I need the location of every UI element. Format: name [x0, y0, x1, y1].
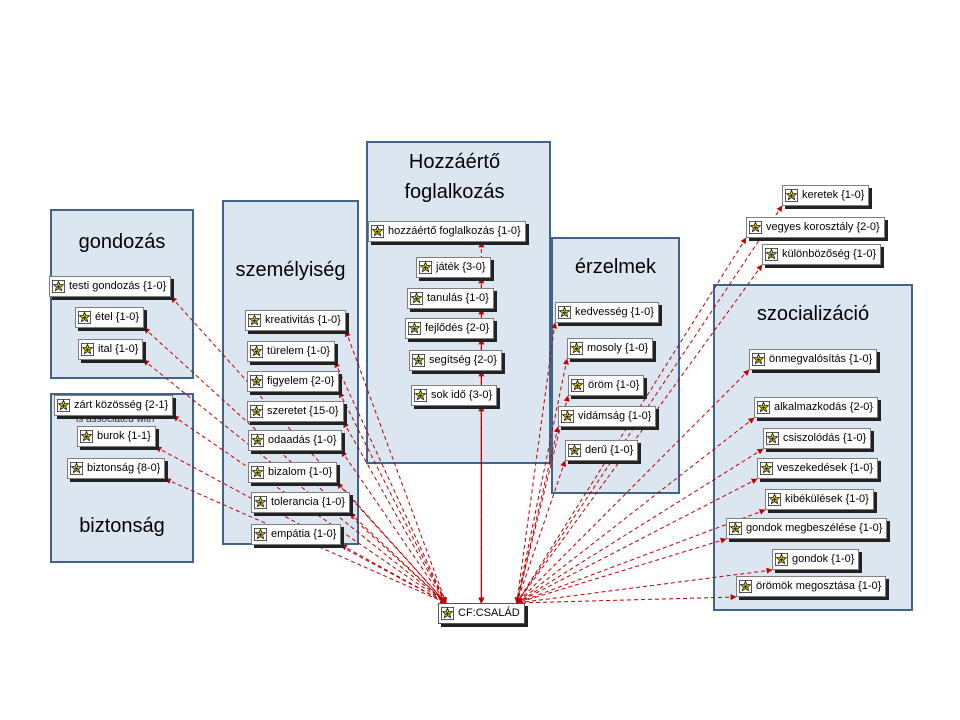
- relation-label: is associated with: [76, 414, 155, 425]
- code-star-icon: [785, 189, 798, 202]
- code-star-icon: [749, 221, 762, 234]
- code-vidamsag[interactable]: vidámság {1-0}: [558, 406, 657, 427]
- code-star-icon: [250, 375, 263, 388]
- code-kibekulesek[interactable]: kibékülések {1-0}: [765, 489, 874, 510]
- code-star-icon: [558, 306, 571, 319]
- code-star-icon: [80, 430, 93, 443]
- code-star-icon: [775, 553, 788, 566]
- code-sok-ido[interactable]: sok idő {3-0}: [411, 385, 498, 406]
- code-star-icon: [250, 405, 263, 418]
- code-alkalmazkodas[interactable]: alkalmazkodás {2-0}: [754, 397, 879, 418]
- code-odaadas[interactable]: odaadás {1-0}: [248, 430, 342, 451]
- code-vegyes-korosztaly[interactable]: vegyes korosztály {2-0}: [746, 217, 885, 238]
- code-star-icon: [765, 248, 778, 261]
- code-star-icon: [254, 528, 267, 541]
- code-veszekedesek[interactable]: veszekedések {1-0}: [757, 458, 879, 479]
- code-kreativitas[interactable]: kreativitás {1-0}: [245, 310, 346, 331]
- code-ital[interactable]: ital {1-0}: [78, 339, 144, 360]
- code-csiszolodas[interactable]: csiszolódás {1-0}: [763, 428, 872, 449]
- code-star-icon: [57, 399, 70, 412]
- association-link: [349, 512, 447, 604]
- code-star-icon: [441, 607, 454, 620]
- code-star-icon: [78, 311, 91, 324]
- association-link: [516, 594, 737, 606]
- group-title-szocializacio: szocializáció: [756, 303, 870, 325]
- code-gondok-megbeszelese[interactable]: gondok megbeszélése {1-0}: [726, 518, 888, 539]
- code-kedvesseg[interactable]: kedvesség {1-0}: [555, 302, 659, 323]
- code-gondok[interactable]: gondok {1-0}: [772, 549, 860, 570]
- code-star-icon: [419, 261, 432, 274]
- code-star-icon: [729, 522, 742, 535]
- code-star-icon: [760, 462, 773, 475]
- code-star-icon: [250, 345, 263, 358]
- association-link: [340, 544, 447, 604]
- code-bizalom[interactable]: bizalom {1-0}: [248, 462, 338, 483]
- code-star-icon: [408, 322, 421, 335]
- code-star-icon: [752, 353, 765, 366]
- code-star-icon: [561, 410, 574, 423]
- group-title-erzelmek: érzelmek: [574, 256, 657, 278]
- code-jatek[interactable]: játék {3-0}: [416, 257, 491, 278]
- code-star-icon: [568, 444, 581, 457]
- association-link: [516, 537, 727, 605]
- code-star-icon: [251, 434, 264, 447]
- group-title-biztonsag: biztonság: [79, 515, 165, 537]
- code-figyelem[interactable]: figyelem {2-0}: [247, 371, 340, 392]
- code-star-icon: [570, 342, 583, 355]
- code-star-icon: [70, 462, 83, 475]
- code-kulonbozoseg[interactable]: különbözőség {1-0}: [762, 244, 882, 265]
- code-star-icon: [768, 493, 781, 506]
- code-tolerancia[interactable]: tolerancia {1-0}: [251, 492, 350, 513]
- code-tanulas[interactable]: tanulás {1-0}: [407, 288, 494, 309]
- code-star-icon: [254, 496, 267, 509]
- code-orom[interactable]: öröm {1-0}: [568, 375, 645, 396]
- code-star-icon: [766, 432, 779, 445]
- code-star-icon: [739, 580, 752, 593]
- code-star-icon: [251, 466, 264, 479]
- code-star-icon: [248, 314, 261, 327]
- code-star-icon: [410, 292, 423, 305]
- code-oromok-megosztasa[interactable]: örömök megosztása {1-0}: [736, 576, 887, 597]
- group-title-gondozas: gondozás: [78, 231, 166, 253]
- code-empatia[interactable]: empátia {1-0}: [251, 524, 342, 545]
- code-burok[interactable]: burok {1-1}: [77, 426, 156, 447]
- code-turelem[interactable]: türelem {1-0}: [247, 341, 335, 362]
- code-star-icon: [52, 280, 65, 293]
- group-title-hozzaerto: Hozzáértő foglalkozás: [404, 151, 505, 203]
- code-mosoly[interactable]: mosoly {1-0}: [567, 338, 654, 359]
- code-star-icon: [412, 354, 425, 367]
- code-etel[interactable]: étel {1-0}: [75, 307, 145, 328]
- code-star-icon: [414, 389, 427, 402]
- code-star-icon: [371, 225, 384, 238]
- code-star-icon: [81, 343, 94, 356]
- code-segitseg[interactable]: segítség {2-0}: [409, 350, 502, 371]
- code-szeretet[interactable]: szeretet {15-0}: [247, 401, 344, 422]
- code-deru[interactable]: derű {1-0}: [565, 440, 639, 461]
- group-title-szemelyiseg: személyiség: [235, 259, 346, 281]
- code-zart-kozosseg[interactable]: zárt közösség {2-1}: [54, 395, 174, 416]
- code-biztonsag[interactable]: biztonság {8-0}: [67, 458, 166, 479]
- code-fejlodes[interactable]: fejlődés {2-0}: [405, 318, 495, 339]
- code-testi-gondozas[interactable]: testi gondozás {1-0}: [49, 276, 172, 297]
- family-node-csalad[interactable]: CF:CSALÁD: [438, 603, 525, 624]
- code-star-icon: [571, 379, 584, 392]
- code-star-icon: [757, 401, 770, 414]
- code-hozzaerto-foglalkozas[interactable]: hozzáértő foglalkozás {1-0}: [368, 221, 526, 242]
- code-keretek[interactable]: keretek {1-0}: [782, 185, 870, 206]
- code-onmegvalositas[interactable]: önmegvalósítás {1-0}: [749, 349, 878, 370]
